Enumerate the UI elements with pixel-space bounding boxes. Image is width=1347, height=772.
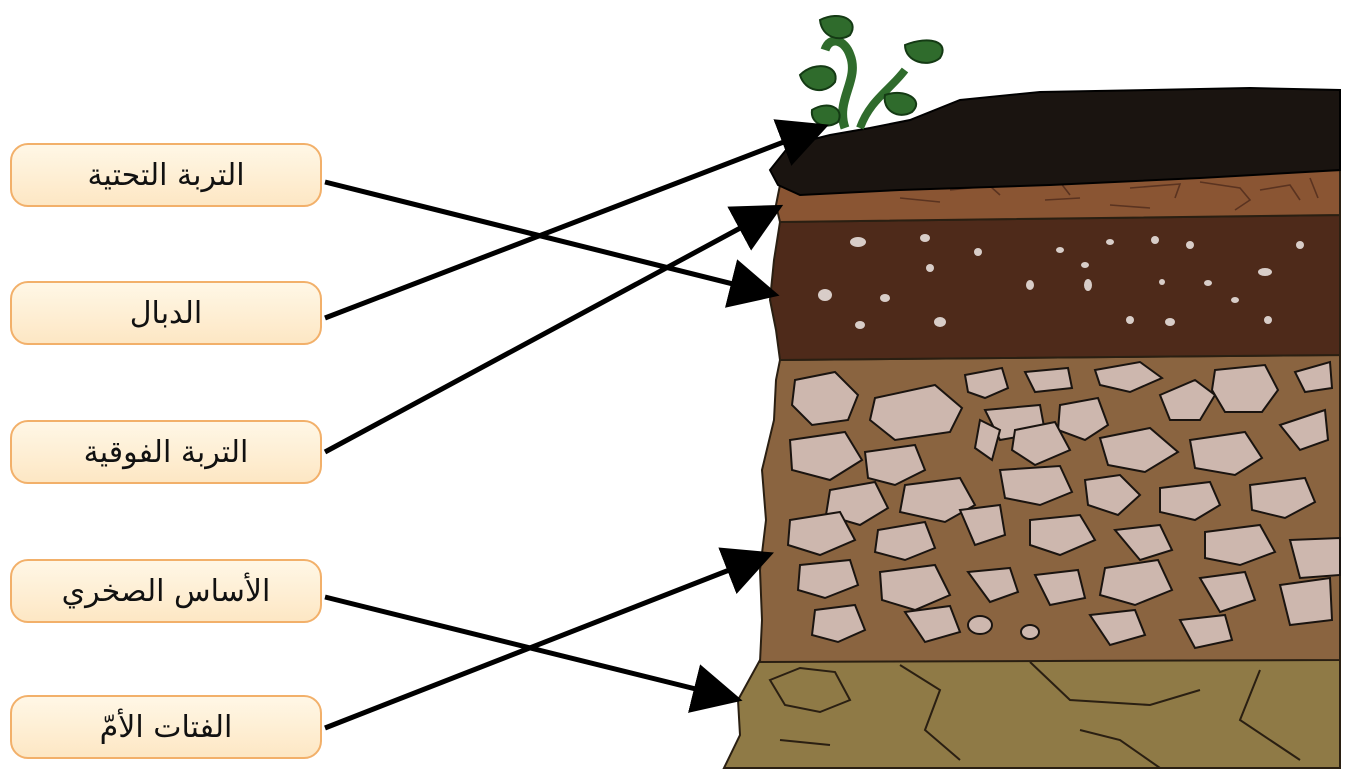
bedrock-layer — [724, 660, 1340, 768]
plant-icon — [800, 16, 943, 128]
arrow-subsoil — [325, 182, 765, 292]
arrow-humus — [325, 130, 815, 318]
arrow-topsoil — [325, 212, 770, 452]
connector-arrows — [325, 130, 815, 728]
arrow-parent-material — [325, 558, 760, 728]
subsoil-layer — [770, 215, 1340, 360]
